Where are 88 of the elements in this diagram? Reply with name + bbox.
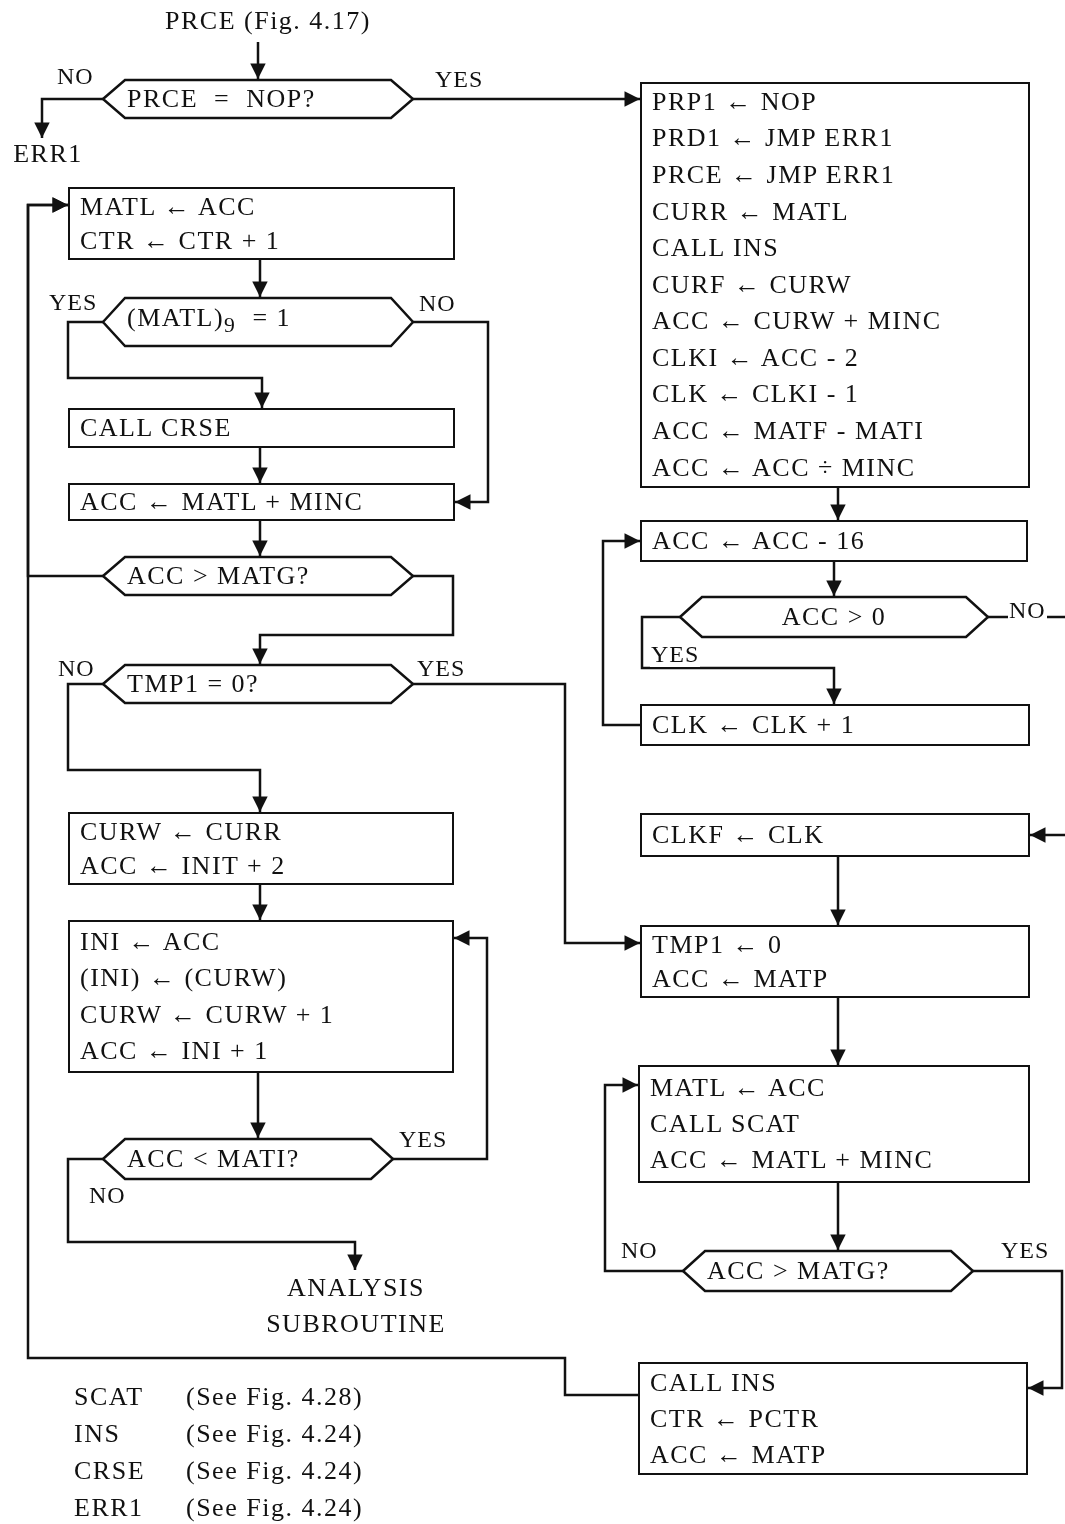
arrow [830, 857, 846, 925]
statement-text: CURW ← CURW + 1 [80, 998, 335, 1031]
terminal-label: PRCE (Fig. 4.17) [164, 5, 372, 37]
reference-note: (See Fig. 4.24) [186, 1418, 364, 1450]
terminal-label: ERR1 [12, 138, 84, 170]
condition-text: ACC < MATI? [127, 1143, 300, 1175]
statement-text: TMP1 ← 0 [652, 928, 783, 961]
statement-text: ACC ← MATL + MINC [80, 486, 364, 518]
process-box [68, 408, 455, 448]
statement-text: ACC ← INIT + 2 [80, 849, 286, 882]
process-box [640, 82, 1030, 488]
process-box [640, 704, 1030, 746]
arrow [830, 998, 846, 1065]
arrow [34, 97, 103, 138]
process-box [68, 812, 454, 885]
arrow [413, 91, 640, 107]
condition-text: ACC > MATG? [127, 560, 310, 592]
statement-text: ACC ← ACC ÷ MINC [652, 451, 916, 484]
arrow [252, 260, 268, 297]
arrow [601, 533, 640, 727]
process-box [68, 920, 454, 1073]
statement-text: PRD1 ← JMP ERR1 [652, 122, 894, 155]
statement-text: (INI) ← (CURW) [80, 962, 288, 994]
arrow [250, 1073, 266, 1138]
process-box [640, 520, 1028, 562]
statement-text: CLKI ← ACC - 2 [652, 341, 860, 374]
reference-note: (See Fig. 4.24) [186, 1455, 364, 1487]
statement-text: CALL INS [652, 232, 780, 265]
statement-text: CTR ← CTR + 1 [80, 224, 281, 257]
reference-note: (See Fig. 4.24) [186, 1492, 364, 1524]
arrow [66, 682, 268, 812]
arrow [393, 930, 489, 1161]
statement-text: ACC ← MATL + MINC [650, 1144, 934, 1176]
arrow [66, 1157, 363, 1270]
statement-text: CALL CRSE [80, 412, 232, 444]
arrow [830, 488, 846, 520]
statement-text: ACC ← MATF - MATI [652, 415, 925, 448]
arrow [250, 42, 266, 79]
subroutine-name: SCAT [74, 1381, 145, 1413]
terminal-label: ANALYSIS SUBROUTINE [265, 1272, 447, 1340]
process-box [68, 483, 455, 521]
statement-text: MATL ← ACC [650, 1072, 826, 1104]
arrow [603, 1077, 683, 1273]
statement-text: CURR ← MATL [652, 195, 850, 228]
process-box [640, 813, 1030, 857]
condition-text: TMP1 = 0? [127, 668, 260, 700]
condition-text: PRCE = NOP? [127, 83, 316, 115]
reference-note: (See Fig. 4.28) [186, 1381, 364, 1413]
statement-text: ACC ← MATP [650, 1438, 827, 1471]
condition-text: ACC > 0 [781, 601, 887, 633]
statement-text: PRP1 ← NOP [652, 85, 818, 118]
subroutine-name: ERR1 [74, 1492, 145, 1524]
arrow [26, 197, 638, 1397]
arrow [252, 574, 455, 664]
arrow [66, 320, 270, 408]
subroutine-name: CRSE [74, 1455, 147, 1487]
statement-text: ACC ← MATP [652, 962, 829, 995]
statement-text: CTR ← PCTR [650, 1402, 820, 1435]
statement-text: ACC ← INI + 1 [80, 1035, 269, 1067]
statement-text: CURW ← CURR [80, 815, 283, 848]
arrow [1030, 827, 1065, 843]
statement-text: INI ← ACC [80, 925, 221, 958]
process-box [68, 187, 455, 260]
subroutine-name: INS [74, 1418, 122, 1450]
condition-text: (MATL)$_{9}$ = 1 [127, 302, 292, 340]
condition-text: ACC > MATG? [707, 1255, 890, 1287]
statement-text: CLK ← CLK + 1 [652, 709, 856, 741]
arrow [640, 615, 842, 704]
statement-text: ACC ← CURW + MINC [652, 305, 942, 338]
arrow [252, 448, 268, 483]
arrow [830, 1183, 846, 1250]
arrow [252, 521, 268, 556]
statement-text: CLK ← CLKI - 1 [652, 378, 860, 411]
process-box [640, 925, 1030, 998]
statement-text: CLKF ← CLK [652, 819, 825, 851]
arrow [413, 682, 640, 951]
arrow [826, 562, 842, 596]
statement-text: MATL ← ACC [80, 190, 256, 223]
statement-text: CALL SCAT [650, 1108, 801, 1140]
statement-text: PRCE ← JMP ERR1 [652, 158, 896, 191]
arrow [413, 320, 490, 510]
arrow [973, 1269, 1064, 1396]
process-box [638, 1065, 1030, 1183]
statement-text: ACC ← ACC - 16 [652, 525, 866, 557]
statement-text: CURF ← CURW [652, 268, 852, 301]
arrow [252, 885, 268, 920]
statement-text: CALL INS [650, 1366, 778, 1399]
process-box [638, 1362, 1028, 1475]
